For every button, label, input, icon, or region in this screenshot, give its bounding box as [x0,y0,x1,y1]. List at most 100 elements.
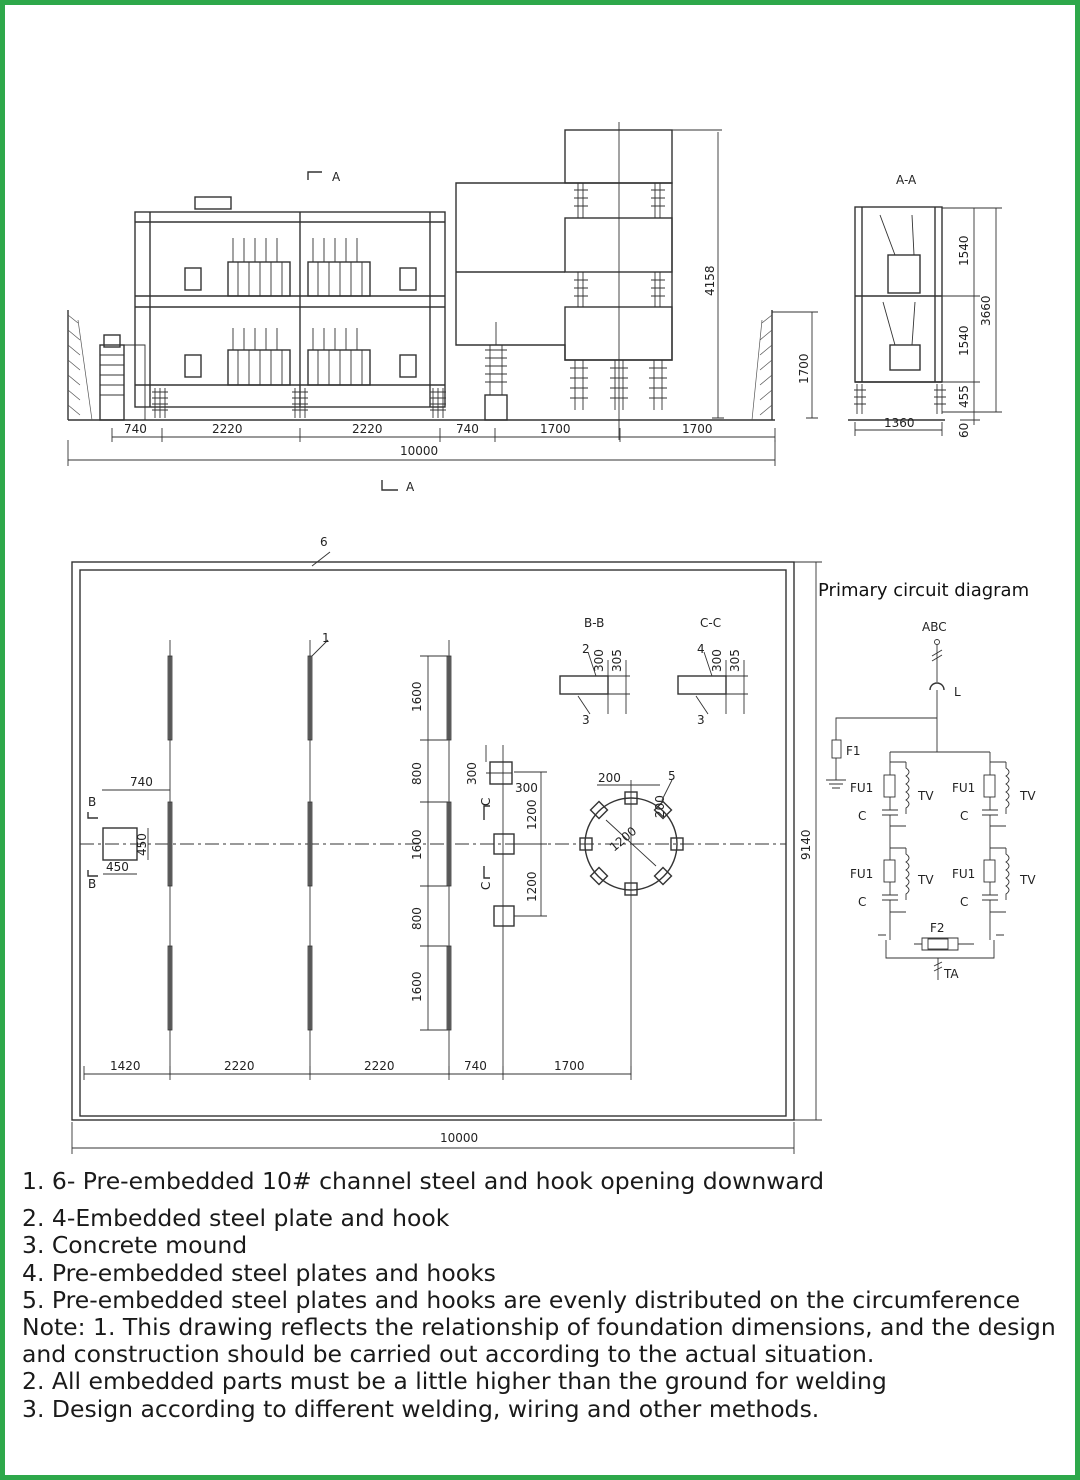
section-cc-detail: C-C 300 305 4 3 [677,616,748,727]
callout-1: 1 [322,631,330,645]
note-4: 4. Pre-embedded steel plates and hooks [22,1258,496,1287]
aa-dim-3660: 3660 [979,295,993,326]
circuit-label-fu1-a: FU1 [850,781,873,795]
channel-steel-rails: 1 [167,631,452,1075]
rail-dim-800-b: 800 [410,907,424,930]
dim-total-10000: 10000 [400,444,438,458]
rail-dim-800-a: 800 [410,762,424,785]
dim-740-a: 740 [124,422,147,436]
bb-dim-305: 305 [610,649,624,672]
aa-dim-1540-bottom: 1540 [957,325,971,356]
pad-dim-740: 740 [130,775,153,789]
circuit-label-tv-b: TV [1019,789,1036,803]
dim-1700-b: 1700 [682,422,713,436]
pole-dim-300-v: 300 [465,762,479,785]
circuit-label-tv-d: TV [1019,873,1036,887]
rail-dim-1600-c: 1600 [410,971,424,1002]
capacitor-bank-bottom [184,328,417,386]
circuit-branch-left-lower: FU1 TV C [850,845,934,940]
section-bb-detail: B-B 300 305 2 3 [559,616,630,727]
section-a-a: A-A 1540 1540 455 3660 60 1360 [848,173,1002,438]
capacitor-bank-top [184,238,417,297]
circle-dim-200-h: 200 [598,771,621,785]
circuit-label-fu1-d: FU1 [952,867,975,881]
circuit-label-tv-a: TV [917,789,934,803]
cc-dim-300: 300 [710,649,724,672]
elevation-view: A A 740 2220 2220 740 1700 1700 10000 41… [67,122,818,494]
note-2: 2. 4-Embedded steel plate and hook [22,1204,450,1233]
pole-dim-1200-b: 1200 [525,871,539,902]
rail-dimensions: 1600 800 1600 800 1600 [410,655,448,1031]
dim-1700-a: 1700 [540,422,571,436]
circuit-label-ta: TA [943,967,959,981]
circuit-label-f2: F2 [930,921,945,935]
circuit-label-f1: F1 [846,744,861,758]
callout-4: 4 [697,642,705,656]
section-mark-top: A [332,170,341,184]
circuit-title: Primary circuit diagram [818,580,1030,601]
aa-dim-60: 60 [957,423,971,438]
middle-bushing [484,322,508,421]
primary-circuit: ABC L F1 FU1 TV C FU1 TV [826,620,1036,981]
section-cc-title: C-C [700,616,721,630]
aa-dim-1540-top: 1540 [957,235,971,266]
plan-view: 6 1 1600 800 1600 800 16 [71,535,822,1154]
note-general-3: 3. Design according to different welding… [22,1394,820,1423]
note-5: 5. Pre-embedded steel plates and hooks a… [22,1285,1021,1314]
dim-740-b: 740 [456,422,479,436]
circuit-label-l: L [954,685,961,699]
circuit-label-c-a: C [858,809,866,823]
pad-dim-450-h: 450 [106,860,129,874]
circuit-label-c-c: C [858,895,866,909]
pole-pads: 300 300 1200 1200 C C [465,745,547,1075]
note-general-1: Note: 1. This drawing reflects the relat… [22,1313,1064,1369]
circuit-label-c-b: C [960,809,968,823]
reactor-stack [455,122,673,440]
section-c-bottom: C [479,882,493,890]
left-bushing [99,334,146,421]
callout-6: 6 [320,535,328,549]
circuit-label-abc: ABC [922,620,947,634]
callout-2: 2 [582,642,590,656]
pad-dim-450-v: 450 [135,833,149,856]
rail-dim-1600-a: 1600 [410,681,424,712]
circuit-branch-left-upper: FU1 TV C [850,752,934,845]
plan-dim-2220-b: 2220 [364,1059,395,1073]
section-b-bottom: B [88,877,96,891]
rail-dim-1600-b: 1600 [410,829,424,860]
notes-block: 1. 6- Pre-embedded 10# channel steel and… [22,1167,1064,1423]
circuit-label-fu1-c: FU1 [850,867,873,881]
dim-2220-a: 2220 [212,422,243,436]
note-1: 1. 6- Pre-embedded 10# channel steel and… [22,1167,824,1195]
circular-foundation: 200 200 1200 5 [579,769,684,1075]
pole-dim-300-h: 300 [515,781,538,795]
cc-dim-305: 305 [728,649,742,672]
plan-dim-total-10000: 10000 [440,1131,478,1145]
note-general-2: 2. All embedded parts must be a little h… [22,1367,887,1396]
section-bb-title: B-B [584,616,604,630]
callout-5: 5 [668,769,676,783]
dim-height-1700: 1700 [797,353,811,384]
section-b-top: B [88,795,96,809]
callout-3-bb: 3 [582,713,590,727]
plan-dim-1700: 1700 [554,1059,585,1073]
dim-2220-b: 2220 [352,422,383,436]
plan-dim-1420: 1420 [110,1059,141,1073]
bb-dim-300: 300 [592,649,606,672]
circuit-branch-right-lower: FU1 TV C [952,845,1036,940]
circuit-branch-right-upper: FU1 TV C [952,752,1036,845]
plan-dimensions: 1420 2220 2220 740 1700 10000 9140 [71,561,822,1154]
section-mark-bottom: A [406,480,415,494]
left-pad: 740 450 450 B B [87,775,170,891]
elevation-dimensions: 740 2220 2220 740 1700 1700 10000 4158 1… [67,129,818,466]
pole-dim-1200-a: 1200 [525,799,539,830]
circle-dim-200-v: 200 [653,795,667,818]
circuit-label-tv-c: TV [917,873,934,887]
plan-dim-2220-a: 2220 [224,1059,255,1073]
note-3: 3. Concrete mound [22,1231,248,1260]
capacitor-frame [134,196,446,418]
right-earth-hatch [751,310,773,421]
section-c-top: C [479,798,493,806]
